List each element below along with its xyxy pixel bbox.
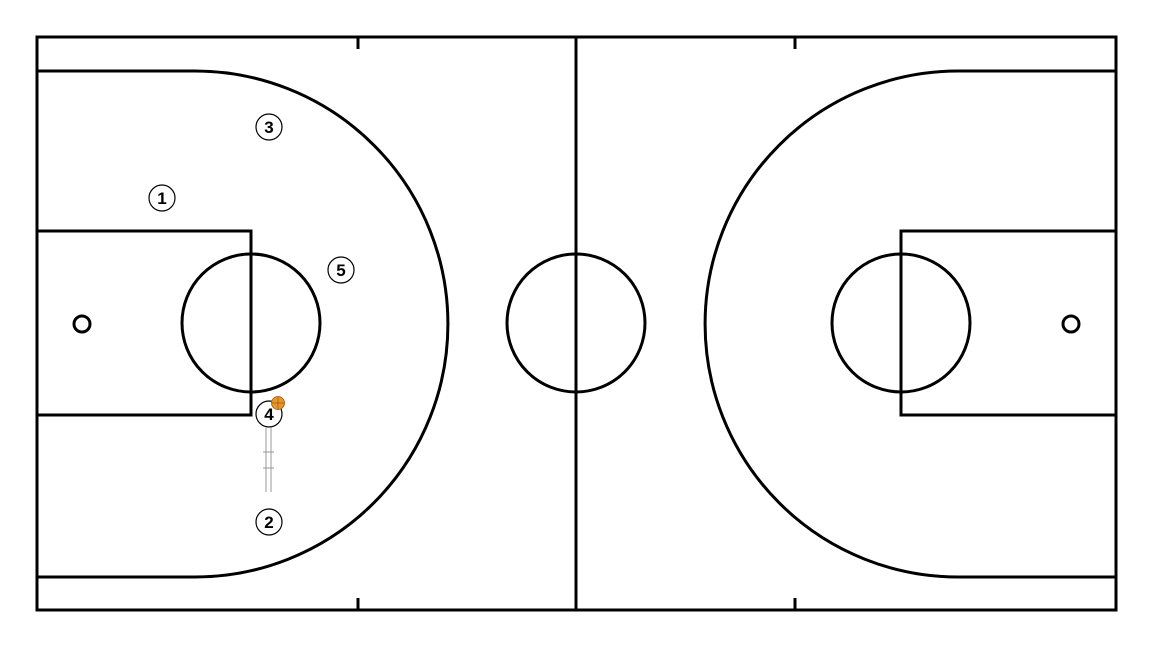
player-5: 5 [327, 256, 355, 284]
player-2: 2 [255, 508, 283, 536]
key-left [37, 229, 253, 417]
player-number: 4 [264, 405, 274, 424]
player-number: 1 [157, 189, 166, 208]
player-marker-circle [255, 113, 283, 141]
three-point-line-right [703, 69, 1116, 579]
player-number: 3 [264, 118, 273, 137]
free-throw-circle-right [830, 252, 972, 394]
player-number: 2 [264, 513, 273, 532]
free-throw-circle-left [180, 252, 322, 394]
player-4: 4 [255, 396, 285, 428]
players-layer: 1 2 3 4 5 [148, 113, 355, 536]
player-marker-circle [255, 508, 283, 536]
player-1: 1 [148, 184, 176, 212]
center-circle [505, 252, 647, 394]
player-marker-circle [148, 184, 176, 212]
three-point-line-left [37, 69, 450, 579]
basketball-icon [271, 396, 285, 410]
hoop-right [1061, 314, 1081, 334]
key-right [899, 229, 1116, 417]
player-marker-circle [327, 256, 355, 284]
dribble-path [263, 428, 274, 492]
hoop-left [72, 314, 92, 334]
player-3: 3 [255, 113, 283, 141]
player-number: 5 [336, 261, 345, 280]
